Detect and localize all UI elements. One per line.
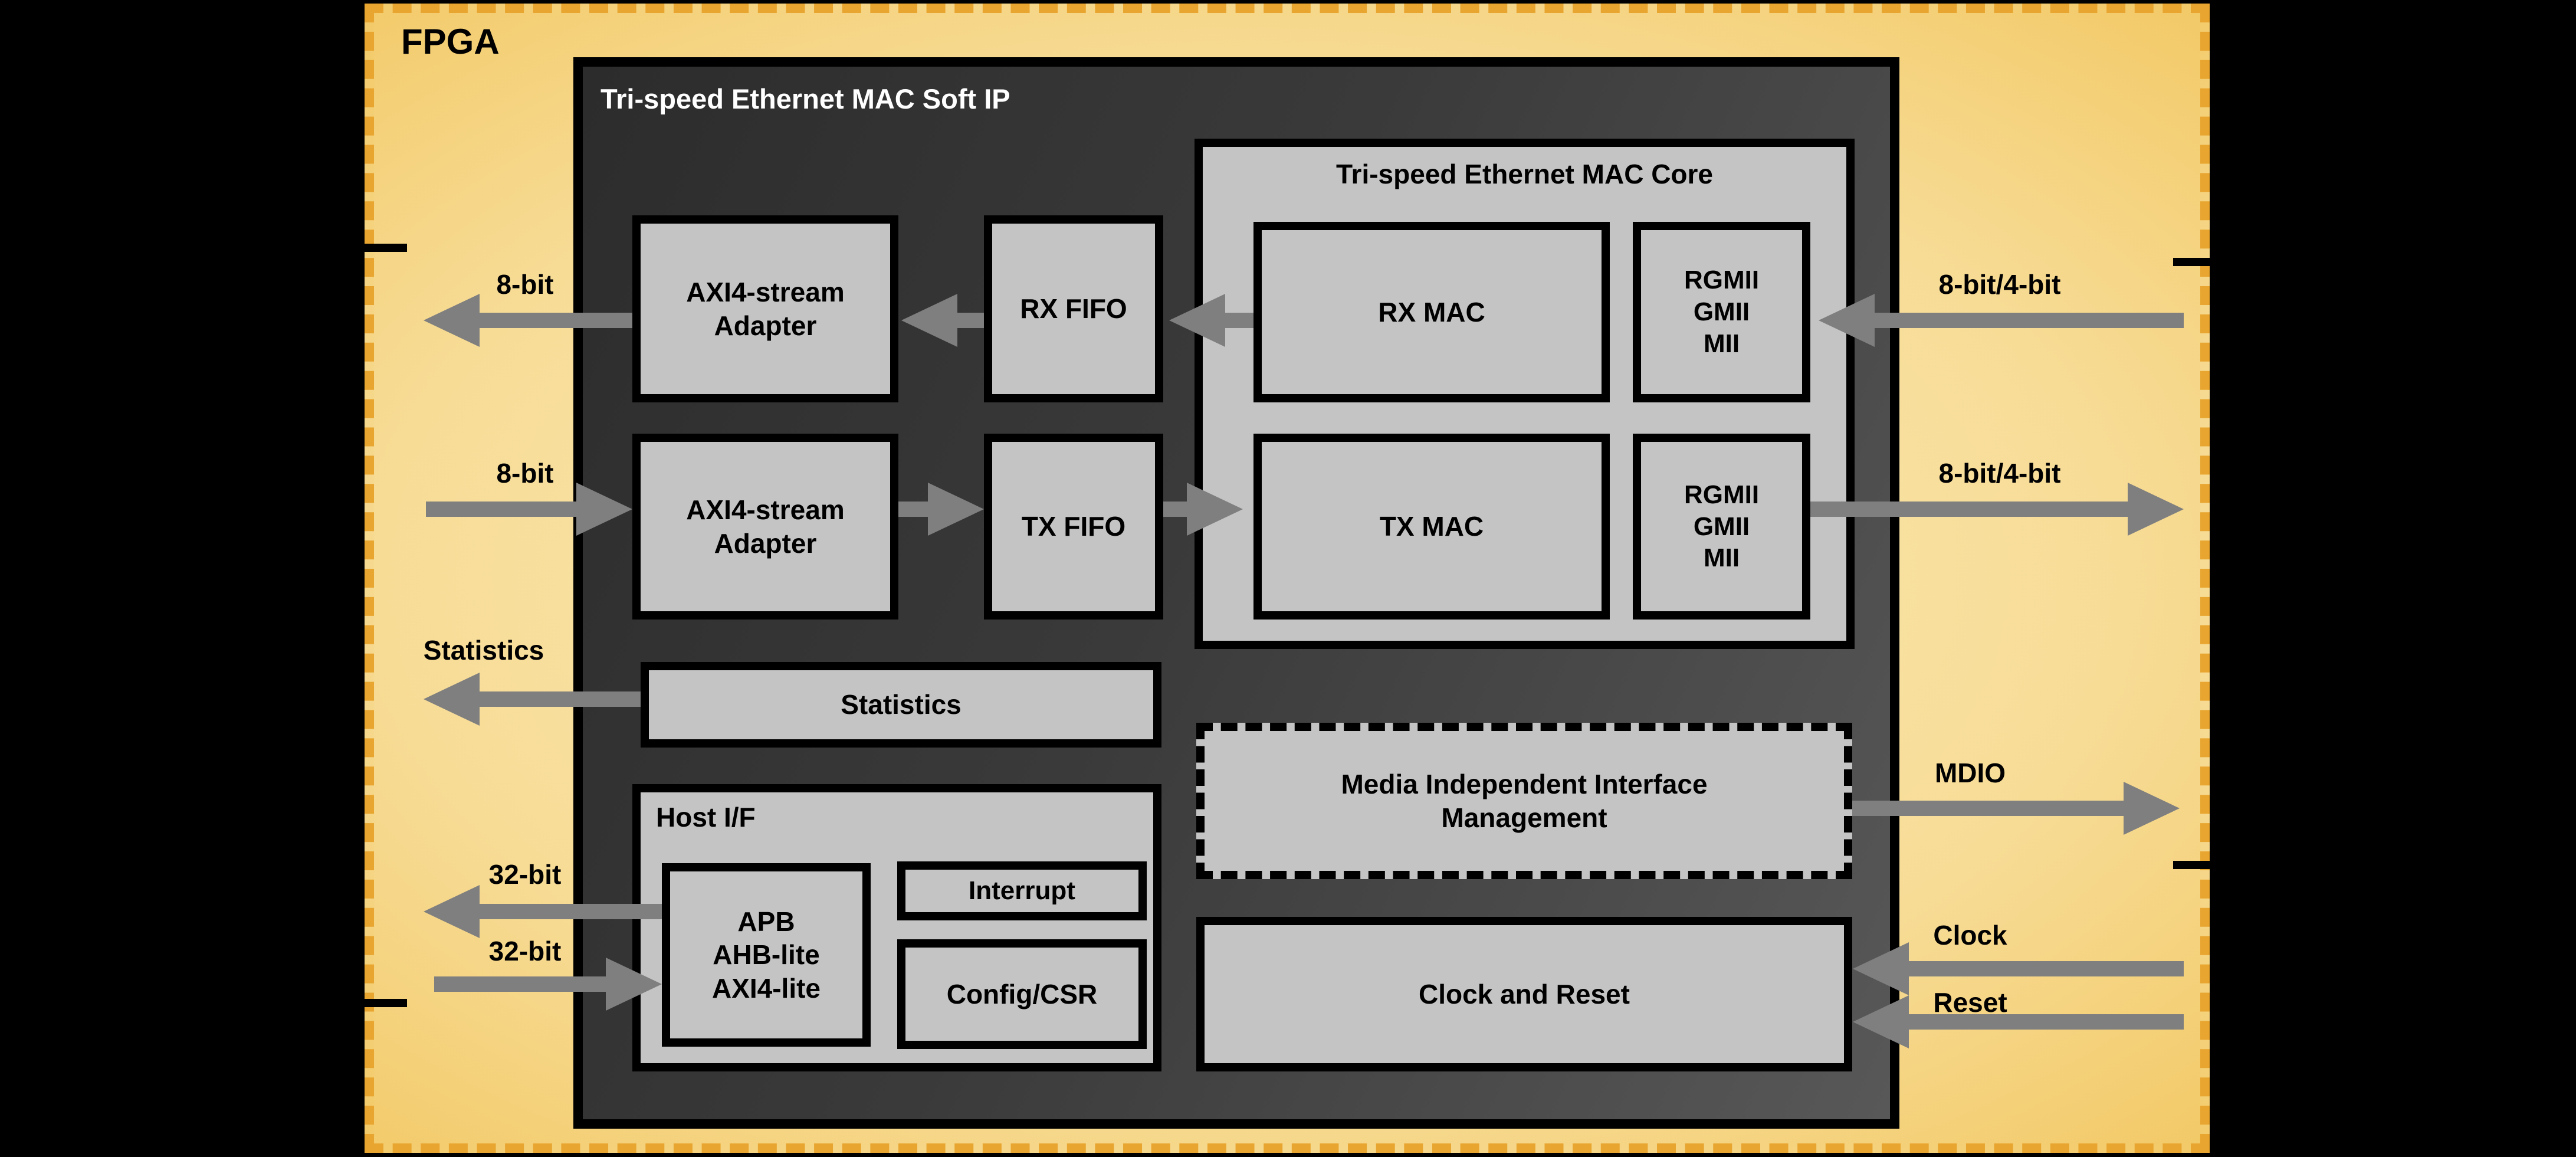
arrow-shaft: [1909, 961, 2184, 976]
mii-management-block: Media Independent Interface Management: [1196, 723, 1852, 879]
arrow-shaft: [957, 313, 984, 328]
mac-core-title: Tri-speed Ethernet MAC Core: [1336, 159, 1713, 189]
arrow-shaft: [434, 976, 606, 992]
io-label-phy-tx: 8-bit/4-bit: [1938, 458, 2061, 489]
tx-fifo-block: TX FIFO: [984, 434, 1163, 620]
boundary-pin-right-bottom: [2173, 861, 2223, 869]
axi-stream-adapter-rx-block: AXI4-stream Adapter: [632, 215, 898, 402]
arrow-shaft: [480, 904, 662, 919]
soft-ip-title: Tri-speed Ethernet MAC Soft IP: [600, 83, 1010, 114]
arrow-shaft: [480, 313, 632, 328]
io-label-statistics: Statistics: [423, 635, 544, 666]
arrow-head-left-icon: [424, 673, 480, 726]
statistics-block: Statistics: [641, 662, 1161, 748]
arrow-shaft: [1225, 313, 1253, 328]
arrow-head-left-icon: [901, 294, 957, 347]
io-label-rx-stream: 8-bit: [496, 269, 554, 300]
arrow-shaft: [1810, 502, 2128, 517]
boundary-pin-left-bottom: [357, 999, 407, 1007]
clock-reset-block: Clock and Reset: [1196, 917, 1852, 1071]
arrow-head-left-icon: [1853, 942, 1909, 995]
arrow-head-right-icon: [576, 483, 632, 536]
config-csr-block: Config/CSR: [897, 939, 1147, 1049]
arrow-shaft: [1875, 313, 2184, 328]
host-if-title: Host I/F: [656, 802, 756, 832]
rx-fifo-block: RX FIFO: [984, 215, 1163, 402]
rx-mac-block: RX MAC: [1253, 222, 1610, 402]
rgmii-rx-block: RGMII GMII MII: [1633, 222, 1810, 402]
io-label-tx-stream: 8-bit: [496, 458, 554, 489]
arrow-head-left-icon: [1819, 294, 1875, 347]
arrow-head-right-icon: [2124, 782, 2180, 835]
io-label-clock: Clock: [1933, 920, 2007, 950]
io-label-reset: Reset: [1933, 987, 2007, 1018]
arrow-shaft: [1163, 502, 1187, 517]
tx-mac-block: TX MAC: [1253, 434, 1610, 620]
arrow-head-right-icon: [1187, 483, 1243, 536]
rgmii-tx-block: RGMII GMII MII: [1633, 434, 1810, 620]
arrow-head-left-icon: [1853, 995, 1909, 1048]
boundary-pin-left-top: [357, 244, 407, 252]
axi-stream-adapter-tx-block: AXI4-stream Adapter: [632, 434, 898, 620]
host-bus-block: APB AHB-lite AXI4-lite: [662, 863, 871, 1047]
arrow-head-right-icon: [928, 483, 984, 536]
arrow-shaft: [1852, 801, 2124, 816]
io-label-mdio: MDIO: [1934, 758, 2006, 788]
arrow-shaft: [898, 502, 928, 517]
fpga-label: FPGA: [401, 22, 500, 61]
arrow-head-left-icon: [424, 294, 480, 347]
arrow-shaft: [426, 502, 576, 517]
arrow-head-left-icon: [1169, 294, 1225, 347]
arrow-shaft: [1909, 1014, 2184, 1030]
arrow-head-right-icon: [606, 958, 662, 1011]
io-label-host-out: 32-bit: [488, 859, 562, 890]
arrow-head-right-icon: [2128, 483, 2184, 536]
arrow-shaft: [480, 691, 641, 707]
boundary-pin-right-top: [2173, 258, 2223, 266]
io-label-phy-rx: 8-bit/4-bit: [1938, 269, 2061, 300]
interrupt-block: Interrupt: [897, 861, 1147, 920]
arrow-head-left-icon: [424, 885, 480, 938]
io-label-host-in: 32-bit: [488, 936, 562, 966]
